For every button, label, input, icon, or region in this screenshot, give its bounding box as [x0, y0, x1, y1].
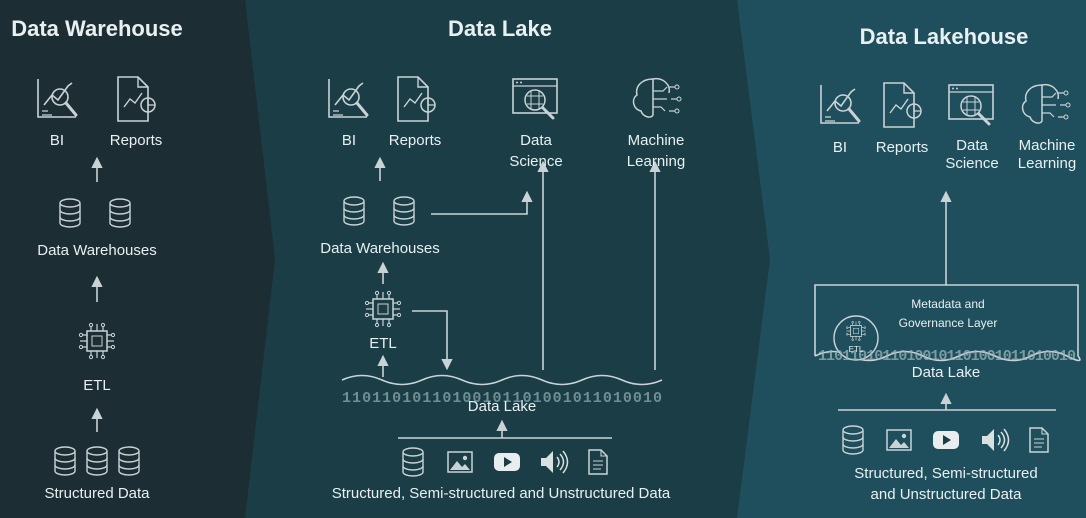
lake-dw-label: Data Warehouses	[320, 240, 440, 257]
metadata-layer-box	[814, 284, 1079, 356]
lake-ml-label: Machine Learning	[626, 132, 686, 170]
warehouse-reports-label: Reports	[109, 132, 163, 149]
lake-panel	[245, 0, 790, 518]
lake-reports-label: Reports	[388, 132, 442, 149]
lake-title: Data Lake	[448, 16, 552, 41]
lake-sources-label: Structured, Semi-structured and Unstruct…	[331, 485, 671, 502]
lakehouse-sources-label: Structured, Semi-structured and Unstruct…	[854, 465, 1038, 503]
lakehouse-bi-label: BI	[832, 139, 848, 156]
lakehouse-reports-label: Reports	[875, 139, 929, 156]
lakehouse-ml-label: Machine Learning	[1017, 137, 1077, 172]
video-play-icon	[933, 431, 959, 449]
warehouse-structured-label: Structured Data	[44, 485, 150, 502]
lakehouse-metadata-label: Metadata and Governance Layer	[898, 297, 998, 330]
warehouse-title: Data Warehouse	[11, 16, 183, 41]
lakehouse-data-lake-label: Data Lake	[911, 364, 981, 381]
lakehouse-panel	[737, 0, 1086, 518]
warehouse-dw-label: Data Warehouses	[37, 242, 157, 259]
lake-data-lake-label: Data Lake	[467, 398, 537, 415]
video-play-icon	[494, 453, 520, 471]
arrow-etl-to-lake	[412, 310, 453, 371]
lakehouse-binary-text: 11011010110100101101001011010010	[818, 348, 1076, 365]
lakehouse-title: Data Lakehouse	[859, 24, 1029, 49]
lake-bi-label: BI	[341, 132, 357, 149]
lake-wave	[341, 374, 663, 386]
lake-data-science-label: Data Science	[509, 132, 563, 170]
warehouse-bi-label: BI	[49, 132, 65, 149]
warehouse-etl-label: ETL	[83, 377, 111, 394]
arrow-dw-to-ds	[431, 190, 533, 215]
lake-etl-label: ETL	[369, 335, 397, 352]
lakehouse-data-science-label: Data Science	[945, 137, 999, 172]
lake-binary-text: 11011010110100101101001011010010	[342, 390, 662, 407]
lakehouse-etl-label: ETL	[848, 345, 864, 354]
